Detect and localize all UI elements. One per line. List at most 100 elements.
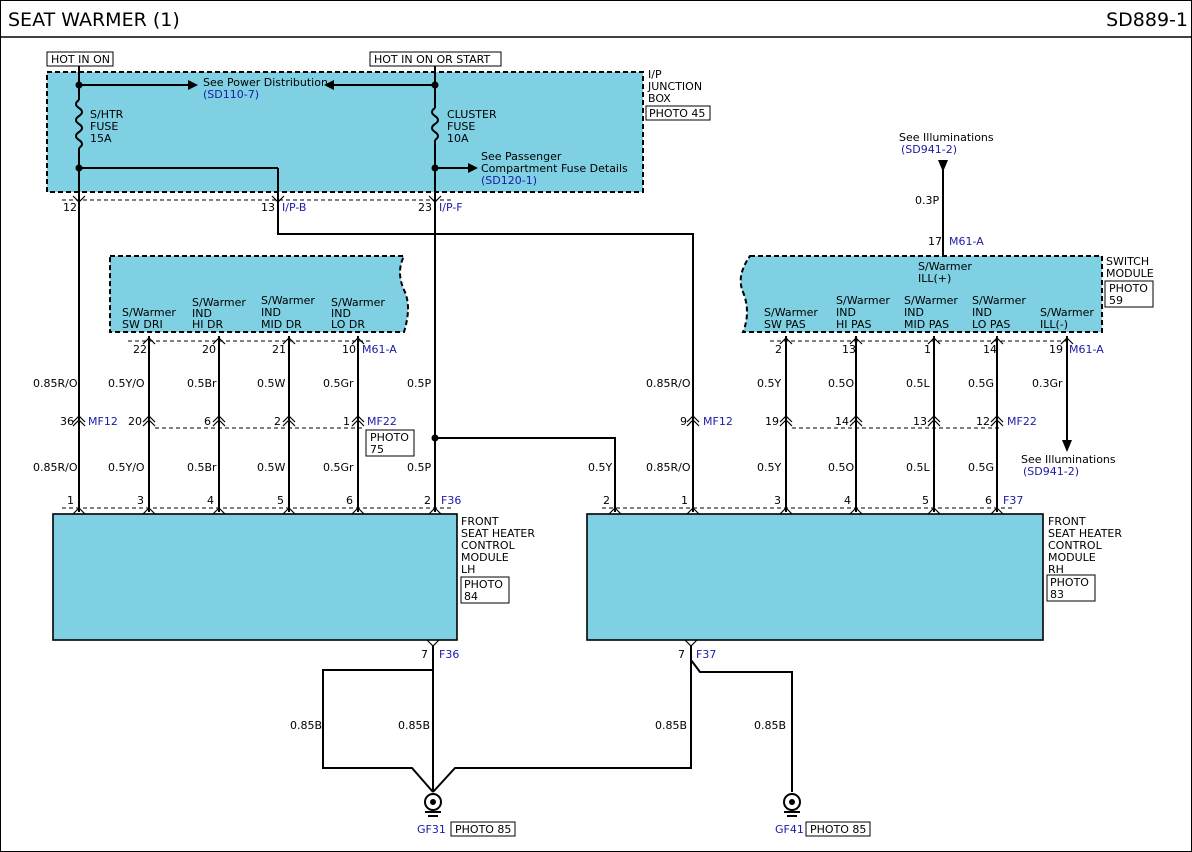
wire-label: 0.85R/O <box>646 377 691 390</box>
pin-label: 23 <box>418 201 432 214</box>
see-passenger-label: Compartment Fuse Details <box>481 162 628 175</box>
cluster-fuse-label: CLUSTER <box>447 108 497 121</box>
photo-ref-84: 84 <box>464 590 478 603</box>
cluster-fuse-label: 10A <box>447 132 469 145</box>
see-illuminations-bottom: See Illuminations <box>1021 453 1116 466</box>
wire-label: 0.5P <box>407 461 431 474</box>
photo-ref-83: 83 <box>1050 588 1064 601</box>
photo-ref-75: 75 <box>370 443 384 456</box>
svg-text:S/Warmer: S/Warmer <box>904 294 958 307</box>
svg-text:HI PAS: HI PAS <box>836 318 871 331</box>
pin-label: 7 <box>421 648 428 661</box>
wire-label: 0.5O <box>828 461 854 474</box>
svg-text:S/Warmer: S/Warmer <box>1040 306 1094 319</box>
shtr-fuse-label: S/HTR <box>90 108 124 121</box>
wire-label: 0.5W <box>257 461 285 474</box>
see-power-distribution: See Power Distribution <box>203 76 328 89</box>
shtr-fuse-icon <box>75 99 83 149</box>
pin-label: 4 <box>207 494 214 507</box>
pin-label: 1 <box>343 415 350 428</box>
pin-label: 1 <box>67 494 74 507</box>
svg-text:SW PAS: SW PAS <box>764 318 806 331</box>
wire-label: 0.85B <box>398 719 430 732</box>
switch-module-label: SWITCH <box>1106 255 1149 268</box>
connector-ipf: I/P-F <box>439 201 463 214</box>
passenger-ref: (SD120-1) <box>481 174 537 187</box>
pin-label: 2 <box>603 494 610 507</box>
photo-ref-84: PHOTO <box>464 578 503 591</box>
photo-ref-85: PHOTO 85 <box>455 823 511 836</box>
svg-text:IND: IND <box>192 307 212 320</box>
wire-label: 0.5G <box>968 377 994 390</box>
ill-plus-label: S/Warmer <box>918 260 972 273</box>
ground-gf41-icon <box>783 793 801 817</box>
pin-label: 20 <box>128 415 142 428</box>
pin-label: 19 <box>765 415 779 428</box>
svg-text:S/Warmer: S/Warmer <box>764 306 818 319</box>
wire-label: 0.5Br <box>187 461 217 474</box>
photo-ref-59: 59 <box>1109 294 1123 307</box>
wire-label: 0.5Gr <box>323 461 354 474</box>
module-lh-label: MODULE <box>461 551 509 564</box>
svg-text:S/Warmer: S/Warmer <box>331 296 385 309</box>
connector-m61a: M61-A <box>1069 343 1104 356</box>
connector-ipb: I/P-B <box>282 201 306 214</box>
front-seat-heater-module-rh <box>586 513 1044 641</box>
wire-label: 0.85R/O <box>33 377 78 390</box>
pin-label: 12 <box>976 415 990 428</box>
connector-f36: F36 <box>441 494 461 507</box>
connector-m61a: M61-A <box>362 343 397 356</box>
svg-text:IND: IND <box>331 307 351 320</box>
wire-label: 0.5Gr <box>323 377 354 390</box>
module-rh-label: CONTROL <box>1048 539 1103 552</box>
wire-label: 0.5Y <box>757 377 781 390</box>
pin-label: 13 <box>913 415 927 428</box>
switch-module-right <box>739 255 1103 333</box>
pin-label: 14 <box>835 415 849 428</box>
module-lh-label: CONTROL <box>461 539 516 552</box>
junction-box-label: JUNCTION <box>647 80 702 93</box>
ill-plus-label: ILL(+) <box>918 272 951 285</box>
svg-text:IND: IND <box>904 306 924 319</box>
cluster-fuse-label: FUSE <box>447 120 475 133</box>
illuminations-ref-top: (SD941-2) <box>901 143 957 156</box>
illuminations-ref-bottom: (SD941-2) <box>1023 465 1079 478</box>
switch-left-labels: S/Warmer SW DRI S/Warmer IND HI DR S/War… <box>122 294 385 331</box>
pin-label: 2 <box>274 415 281 428</box>
svg-text:LO DR: LO DR <box>331 318 365 331</box>
wire-label: 0.5O <box>828 377 854 390</box>
wire-label: 0.5W <box>257 377 285 390</box>
switch-module-label: MODULE <box>1106 267 1154 280</box>
pin-label: 36 <box>60 415 74 428</box>
pin-label: 1 <box>681 494 688 507</box>
connector-mf12: MF12 <box>703 415 733 428</box>
pin-label: 5 <box>922 494 929 507</box>
wire-label: 0.5L <box>906 377 930 390</box>
wire-label: 0.5L <box>906 461 930 474</box>
connector-mf22: MF22 <box>367 415 397 428</box>
pin-label: 21 <box>272 343 286 356</box>
svg-text:S/Warmer: S/Warmer <box>122 306 176 319</box>
pin-label: 19 <box>1049 343 1063 356</box>
wire-label: 0.5P <box>407 377 431 390</box>
pin-label: 2 <box>775 343 782 356</box>
front-seat-heater-module-lh <box>52 513 458 641</box>
ground-gf31-label: GF31 <box>417 823 446 836</box>
switch-right-labels: S/Warmer SW PAS S/Warmer IND HI PAS S/Wa… <box>764 294 1094 331</box>
hot-in-on-label: HOT IN ON <box>51 53 110 66</box>
svg-text:LO PAS: LO PAS <box>972 318 1010 331</box>
pin-label: 20 <box>202 343 216 356</box>
pin-label: 22 <box>133 343 147 356</box>
connector-f36: F36 <box>439 648 459 661</box>
svg-text:S/Warmer: S/Warmer <box>192 296 246 309</box>
module-rh-label: FRONT <box>1048 515 1086 528</box>
pin-label: 17 <box>928 235 942 248</box>
shtr-fuse-label: 15A <box>90 132 112 145</box>
pin-label: 2 <box>424 494 431 507</box>
pin-label: 13 <box>842 343 856 356</box>
pin-label: 1 <box>924 343 931 356</box>
photo-ref-85: PHOTO 85 <box>810 823 866 836</box>
wire-label: 0.85R/O <box>33 461 78 474</box>
wire-label: 0.85R/O <box>646 461 691 474</box>
